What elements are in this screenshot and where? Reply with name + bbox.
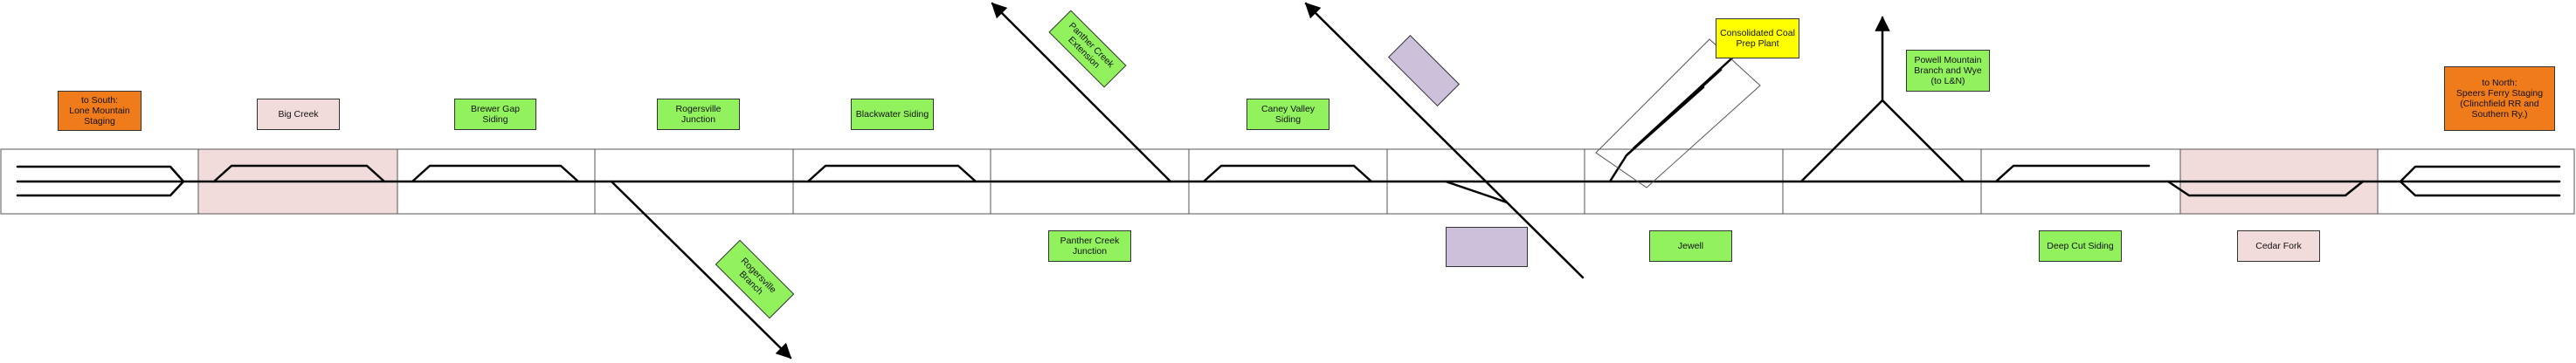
cedar-fork-track [2166,180,2365,197]
label-brewer-gap-siding: Brewer Gap Siding [454,99,536,130]
label-rogersville-junction: Rogersville Junction [657,99,740,130]
label-caney-valley-siding: Caney Valley Siding [1247,99,1329,130]
north-staging-track-upper [2399,165,2561,183]
mac-interchange-track [1444,180,1509,204]
label-blackwater-siding: Blackwater Siding [851,99,934,130]
track-lines [16,2,2561,360]
mac-main-track [1304,2,1585,279]
label-lone-mountain-staging: to South: Lone Mountain Staging [58,91,142,131]
label-mac-crossing-interchange [1446,227,1528,267]
deep-cut-siding [1994,164,2151,183]
south-staging-track-upper [16,165,185,183]
coal-prep-plant-outline [1595,38,1761,188]
caney-valley-siding [1202,164,1373,183]
coal-prep-track-1 [1608,86,1705,183]
big-creek-siding [212,164,386,183]
label-powell-mountain-branch: Powell Mountain Branch and Wye (to L&N) [1906,50,1990,92]
south-staging-track-lower [16,180,185,197]
powell-wye-track [1799,99,1965,183]
coal-prep-track-3 [1632,51,1740,150]
label-big-creek: Big Creek [257,99,340,130]
label-jewell: Jewell [1649,230,1732,262]
panel-strip-outline [0,148,2575,215]
label-consolidated-coal-prep-plant: Consolidated Coal Prep Plant [1716,18,1799,58]
rogersville-branch-track [610,180,792,360]
panther-creek-extension-track [991,2,1172,183]
label-speers-ferry-staging: to North: Speers Ferry Staging (Clinchfi… [2444,66,2555,131]
blackwater-siding [806,164,977,183]
label-panther-creek-junction: Panther Creek Junction [1048,230,1131,262]
north-staging-track-lower [2399,180,2561,197]
label-deep-cut-siding: Deep Cut Siding [2039,230,2122,262]
label-cedar-fork: Cedar Fork [2237,230,2320,262]
brewer-gap-siding [411,164,580,183]
